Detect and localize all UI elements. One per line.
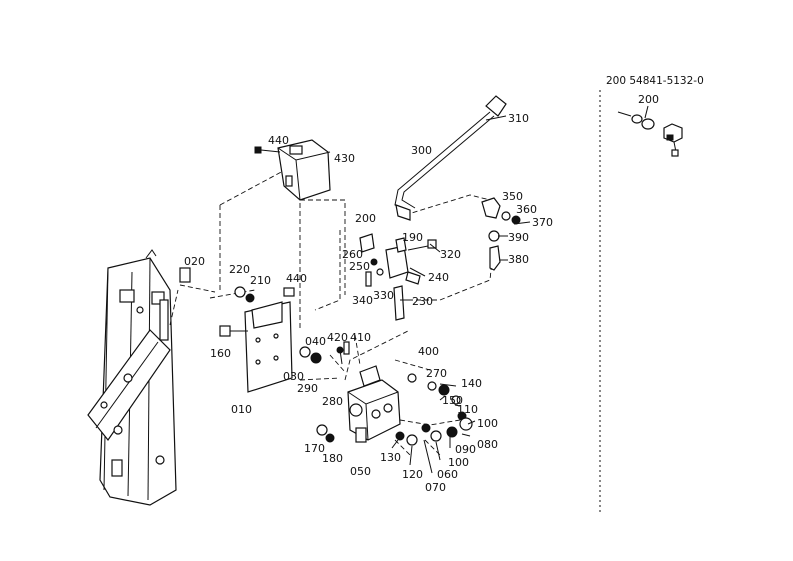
part-number-header: 200 54841-5132-0 (606, 75, 704, 87)
label-230: 230 (412, 295, 433, 308)
label-120: 120 (402, 468, 423, 481)
label-350: 350 (502, 190, 523, 203)
label-220: 220 (229, 263, 250, 276)
control-valve (347, 365, 401, 443)
frame-bracket (87, 249, 177, 506)
label-240: 240 (428, 271, 449, 284)
label-160: 160 (210, 347, 231, 360)
label-070: 070 (425, 481, 446, 494)
bolt-440-top (254, 146, 281, 154)
label-360: 360 (516, 203, 537, 216)
label-180: 180 (322, 452, 343, 465)
cover-bracket (277, 139, 331, 201)
label-250: 250 (349, 260, 370, 273)
label-440-mid: 440 (286, 272, 307, 285)
label-080: 080 (477, 438, 498, 451)
label-430: 430 (334, 152, 355, 165)
label-150: 150 (442, 394, 463, 407)
label-060: 060 (437, 468, 458, 481)
control-lever (394, 95, 507, 221)
label-290: 290 (297, 382, 318, 395)
label-100-lower: 100 (448, 456, 469, 469)
label-330: 330 (373, 289, 394, 302)
label-050: 050 (350, 465, 371, 478)
label-300: 300 (411, 144, 432, 157)
inset-part-200: 200 (617, 93, 683, 157)
label-020: 020 (184, 255, 205, 268)
label-200: 200 (355, 212, 376, 225)
label-400: 400 (418, 345, 439, 358)
label-210: 210 (250, 274, 271, 287)
part-labels: 440 430 300 310 350 360 370 390 380 200 … (184, 112, 553, 494)
valve-fittings (316, 341, 473, 446)
label-340: 340 (352, 294, 373, 307)
label-110: 110 (457, 403, 478, 416)
label-380: 380 (508, 253, 529, 266)
mounting-plate (244, 301, 293, 393)
label-410: 410 (350, 331, 371, 344)
label-390: 390 (508, 231, 529, 244)
label-130: 130 (380, 451, 401, 464)
label-090: 090 (455, 443, 476, 456)
linkage-assembly (359, 233, 437, 321)
label-170: 170 (304, 442, 325, 455)
label-420: 420 (327, 331, 348, 344)
fasteners-mid (179, 267, 322, 364)
leader-lines (391, 115, 531, 474)
label-040: 040 (305, 335, 326, 348)
label-260: 260 (342, 248, 363, 261)
label-320: 320 (440, 248, 461, 261)
label-010: 010 (231, 403, 252, 416)
label-inset-200: 200 (638, 93, 659, 106)
label-030: 030 (283, 370, 304, 383)
label-270: 270 (426, 367, 447, 380)
label-280: 280 (322, 395, 343, 408)
label-370: 370 (532, 216, 553, 229)
label-310: 310 (508, 112, 529, 125)
label-140: 140 (461, 377, 482, 390)
label-100-right: 100 (477, 417, 498, 430)
label-440-top: 440 (268, 134, 289, 147)
label-190: 190 (402, 231, 423, 244)
lever-joint-parts (481, 197, 521, 271)
